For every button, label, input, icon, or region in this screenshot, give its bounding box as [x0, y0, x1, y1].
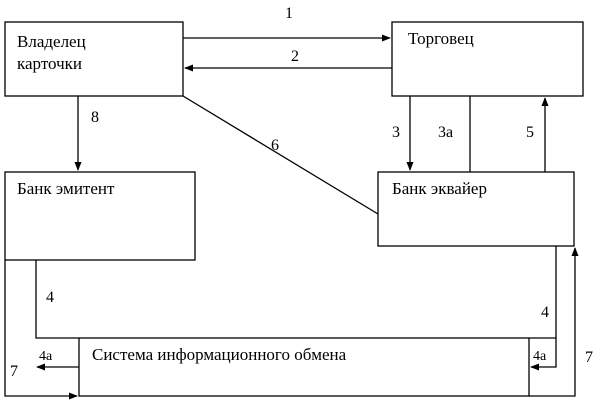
- flow-7-right-arrow: [529, 247, 579, 397]
- cardholder-box: [4, 21, 184, 97]
- flow-4a-right-arrow: [530, 338, 557, 371]
- exchange-system-box: [78, 337, 530, 397]
- cardholder-label-line2: карточки: [17, 54, 82, 73]
- flow-4a-right-label: 4а: [533, 349, 547, 364]
- issuer-bank-box: [4, 171, 196, 261]
- merchant-label: Торговец: [408, 29, 474, 48]
- flow-7-right-label: 7: [585, 349, 593, 366]
- cardholder-label-line1: Владелец: [17, 32, 86, 51]
- flow-4-left-line: [35, 260, 79, 339]
- acquirer-bank-box: [377, 171, 575, 247]
- issuer-bank-label: Банк эмитент: [17, 179, 115, 198]
- flow-7-left-arrow: [4, 260, 78, 400]
- flow-3-label: 3: [392, 124, 400, 141]
- flow-7-left-label: 7: [10, 363, 18, 380]
- flow-4-right-label: 4: [541, 304, 549, 321]
- flow-2-label: 2: [291, 48, 299, 65]
- flow-4-left-label: 4: [46, 289, 54, 306]
- flow-6-line: [182, 95, 379, 215]
- flow-4-right-line: [529, 246, 557, 339]
- merchant-box: [391, 21, 584, 97]
- flow-6-label: 6: [271, 137, 279, 154]
- flow-4a-left-label: 4а: [39, 349, 53, 364]
- flow-1-label: 1: [285, 5, 293, 22]
- flow-8-label: 8: [91, 109, 99, 126]
- flow-3a-label: 3а: [438, 124, 453, 141]
- acquirer-bank-label: Банк эквайер: [392, 179, 487, 198]
- exchange-system-label: Система информационного обмена: [92, 345, 347, 364]
- flow-5-label: 5: [526, 124, 534, 141]
